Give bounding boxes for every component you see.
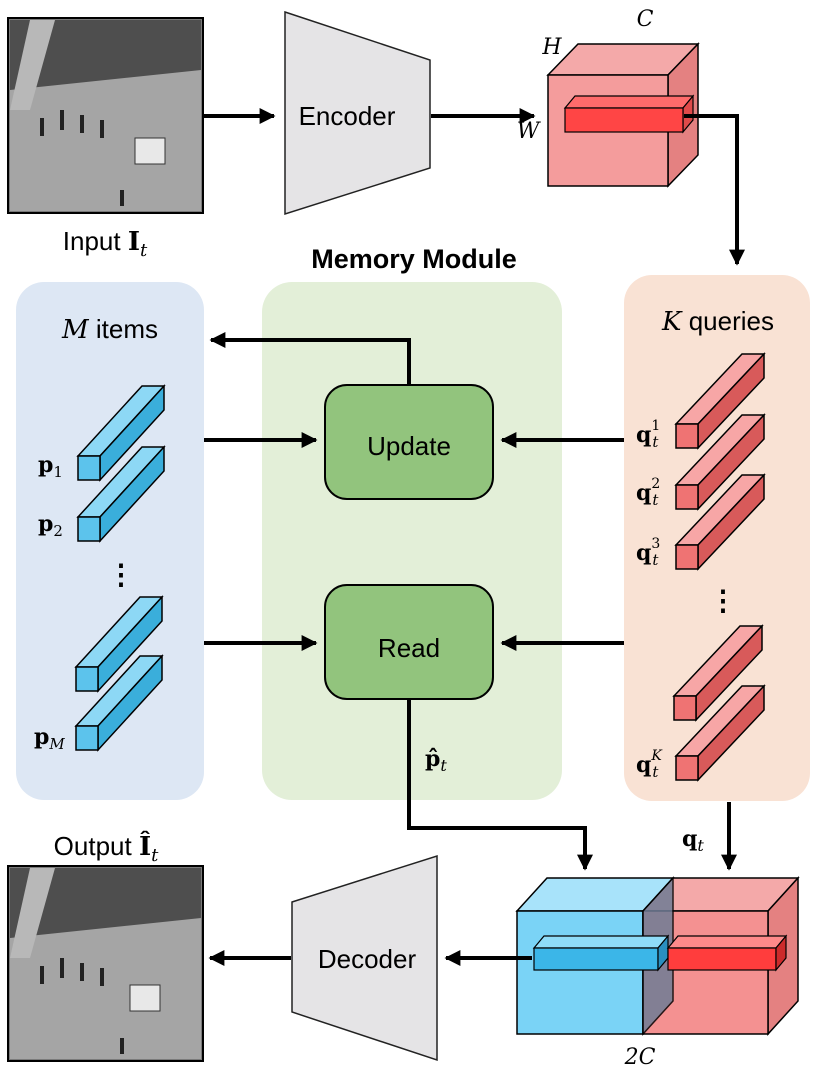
memory-item-label: pM — [34, 724, 65, 753]
output-label: Output Ît — [54, 830, 159, 866]
query-bar — [674, 473, 766, 571]
update-box — [324, 384, 494, 500]
cube-h-label: H — [541, 35, 562, 60]
query-output-label: qt — [682, 826, 704, 855]
memory-item-bar — [74, 595, 164, 693]
memory-item-bar — [74, 654, 164, 752]
read-box — [324, 584, 494, 700]
feature-cube — [546, 42, 700, 188]
query-bar — [672, 624, 764, 722]
read-output-label: p̂t — [425, 746, 447, 775]
cube-w-label: W — [517, 119, 542, 144]
queries-header: K queries — [661, 306, 774, 337]
query-bar — [674, 684, 766, 782]
memory-module-panel — [262, 282, 562, 800]
encoder-label: Encoder — [299, 101, 396, 131]
encoder-block — [284, 10, 431, 216]
query-label: qt2 — [636, 476, 660, 509]
arrow-read-to-concat — [407, 700, 593, 871]
memory-module-title: Memory Module — [311, 244, 517, 274]
query-bar — [674, 352, 766, 450]
arrow-update-to-memory — [209, 332, 411, 384]
memory-item-bar — [76, 445, 166, 543]
output-image — [7, 865, 204, 1062]
input-label: Input It — [63, 226, 148, 261]
arrow-feature-to-queries — [684, 114, 745, 266]
query-label: qtK — [636, 748, 663, 781]
decoder-block — [291, 854, 438, 1062]
memory-item-label: p2 — [38, 511, 63, 540]
queries-ellipsis: ⋮ — [709, 585, 737, 616]
concat-query-vector — [666, 934, 788, 972]
memory-items-ellipsis: ⋮ — [107, 559, 135, 590]
concat-2c-label: 2C — [624, 1045, 656, 1070]
read-label: Read — [378, 633, 440, 663]
decoder-label: Decoder — [318, 944, 417, 974]
concat-memory-vector — [532, 934, 670, 972]
cube-c-label: C — [637, 7, 654, 32]
memory-items-header: M items — [61, 314, 158, 345]
update-label: Update — [367, 431, 451, 461]
memory-item-bar — [76, 384, 166, 482]
query-bar — [674, 413, 766, 511]
query-label: qt1 — [636, 418, 660, 451]
feature-query-vector — [563, 94, 695, 134]
query-label: qt3 — [636, 536, 660, 569]
memory-item-label: p1 — [38, 452, 63, 481]
concat-cube — [515, 876, 800, 1036]
input-image — [7, 17, 204, 214]
